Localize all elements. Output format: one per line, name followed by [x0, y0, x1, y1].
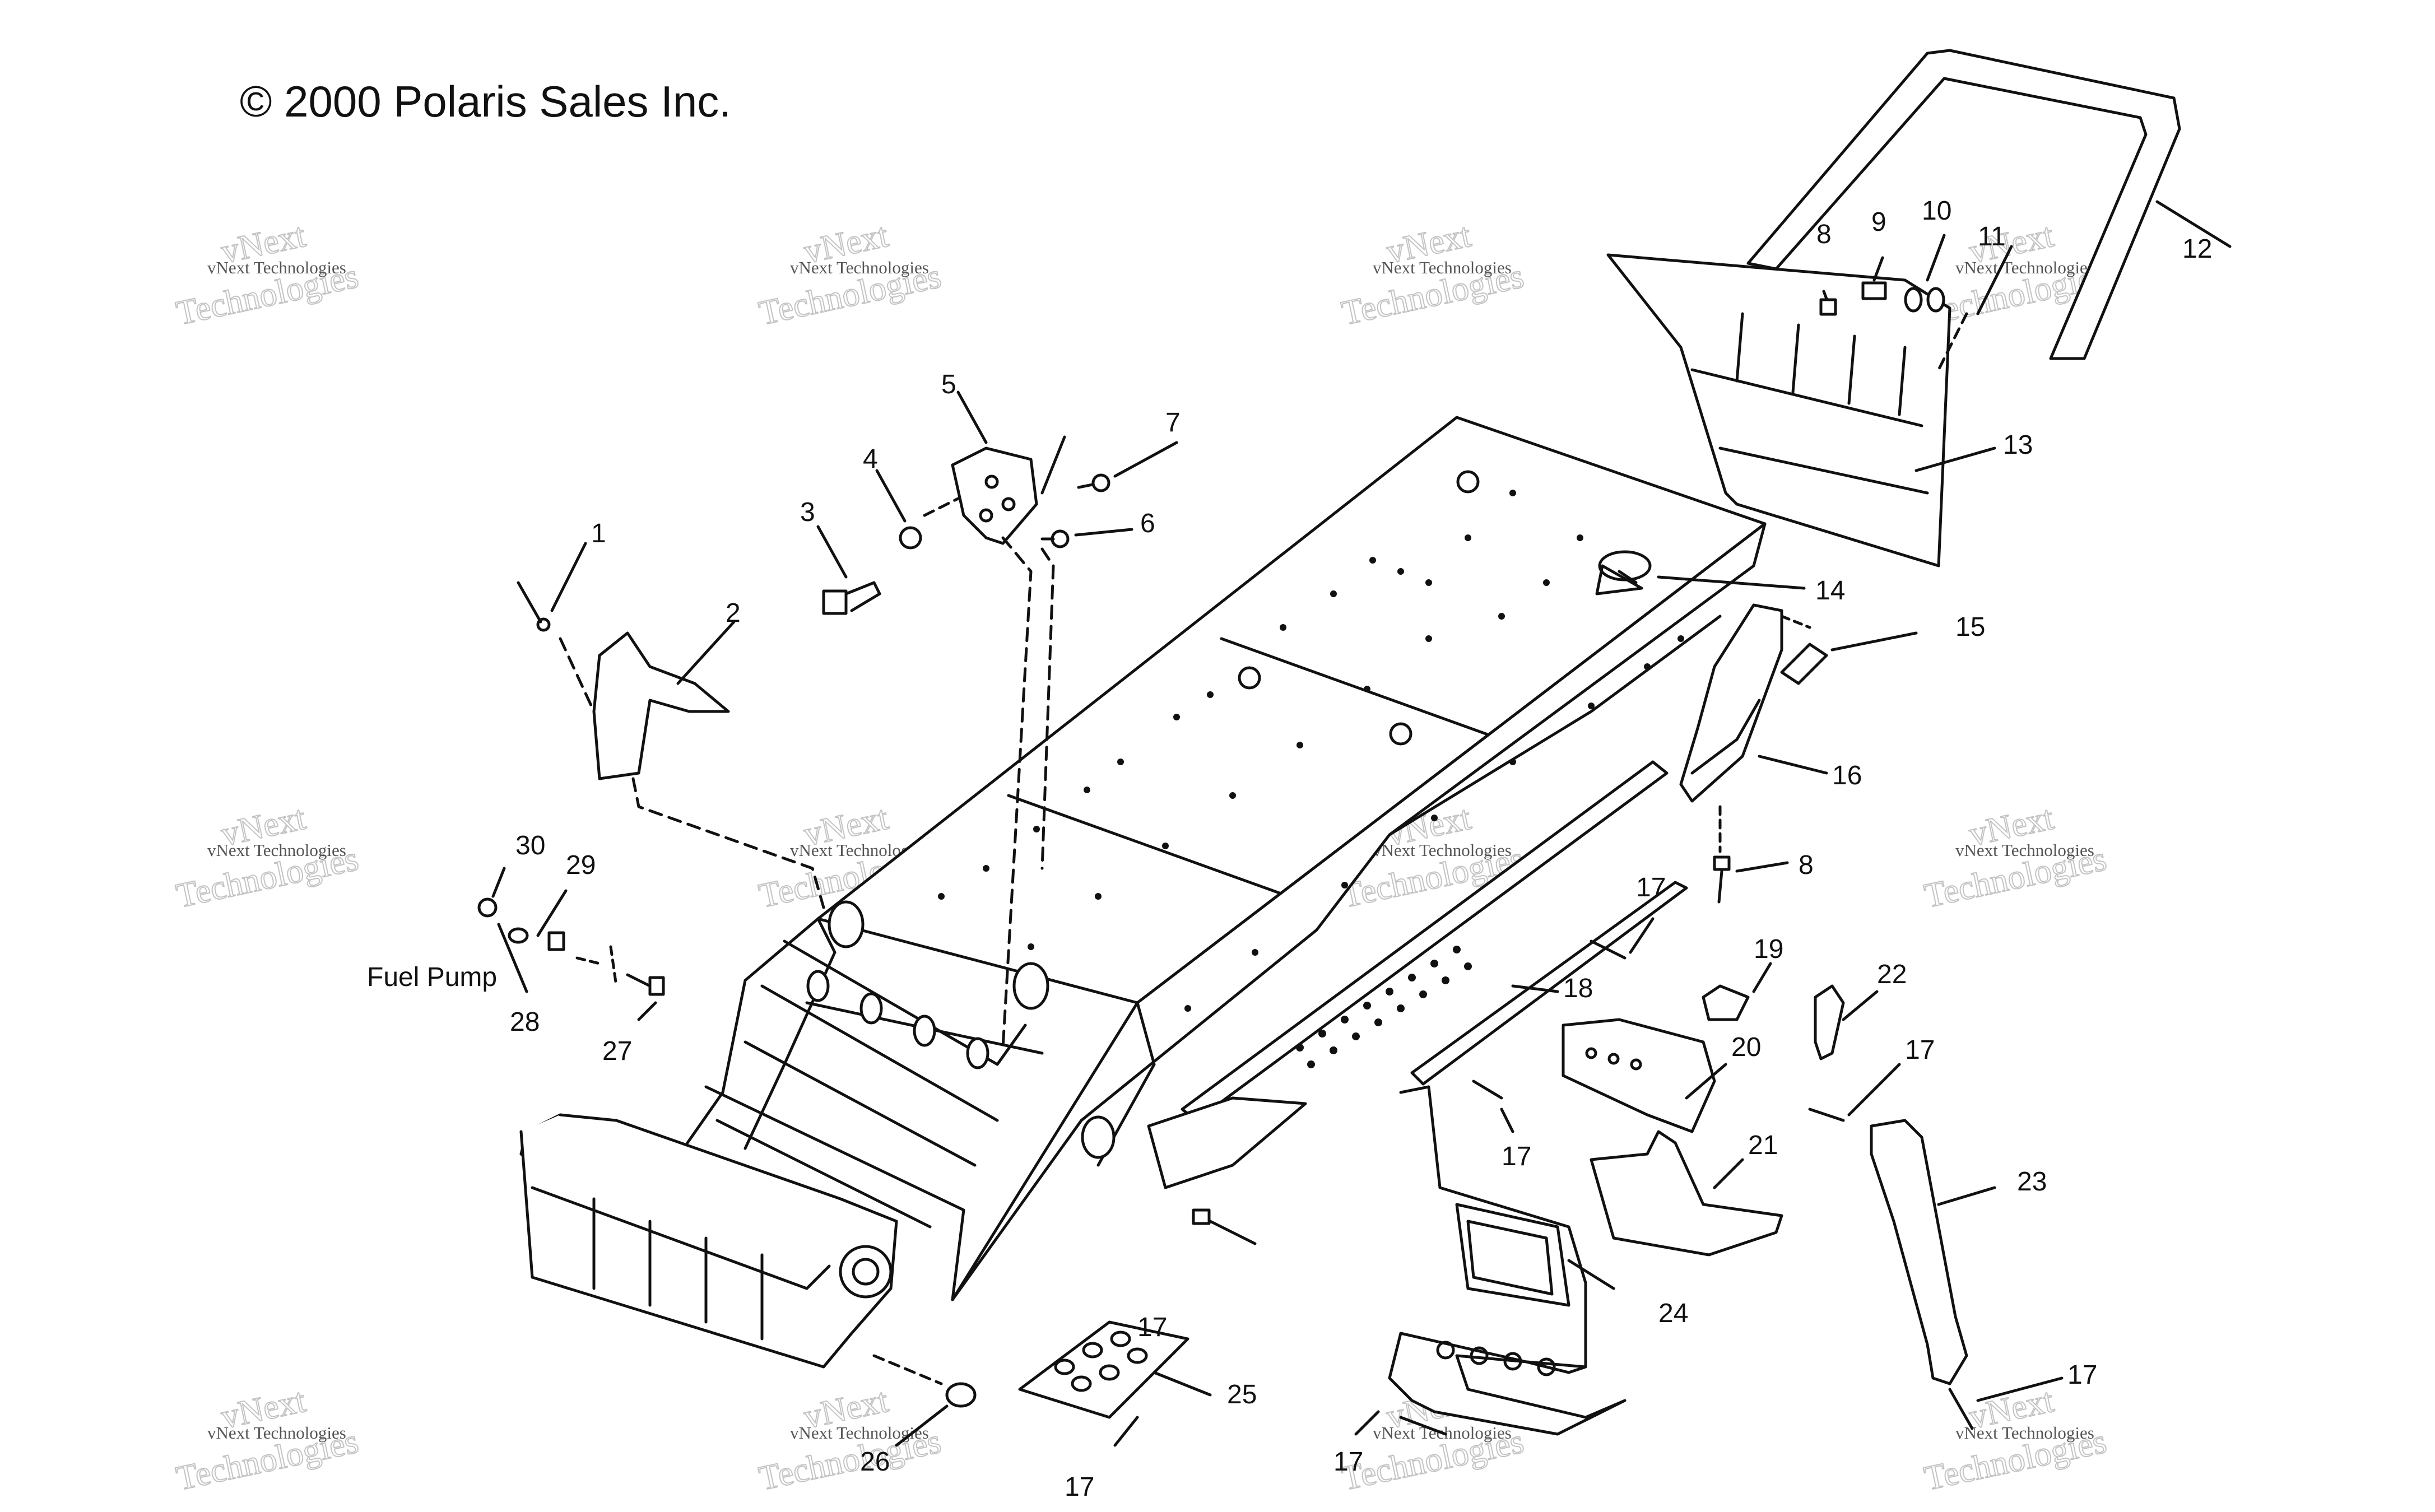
part-17-rivet-f [1354, 1410, 1447, 1436]
svg-text:vNext Technologies: vNext Technologies [1373, 258, 1512, 277]
copyright-notice: © 2000 Polaris Sales Inc. [240, 77, 731, 126]
callout-17-a: 17 [1636, 873, 1666, 902]
part-2-bracket [559, 620, 825, 909]
part-21-bracket [1590, 1130, 1783, 1257]
callout-22: 22 [1877, 960, 1907, 989]
callout-23: 23 [2017, 1167, 2047, 1197]
callout-1: 1 [591, 519, 606, 548]
chassis-tunnel [519, 416, 1767, 1369]
callout-29: 29 [566, 850, 596, 880]
callout-fuel-pump: Fuel Pump [367, 962, 497, 992]
part-26-grommet [872, 1354, 977, 1447]
callout-17-b: 17 [1502, 1142, 1531, 1171]
watermark: Technologies vNext vNext Technologies [755, 216, 945, 333]
callout-13: 13 [2003, 430, 2033, 460]
callout-7: 7 [1165, 408, 1181, 438]
callout-15: 15 [1955, 612, 1985, 642]
part-5-mount-plate [923, 390, 1066, 1049]
part-18-trim-strip [1410, 881, 1688, 1086]
part-29-washer [508, 889, 568, 944]
watermark: Technologies vNext vNext Technologies [1921, 1381, 2111, 1499]
callout-8-lower: 8 [1799, 850, 1814, 880]
callout-30: 30 [515, 831, 545, 860]
svg-text:vNext Technologies: vNext Technologies [207, 258, 346, 277]
callout-5: 5 [941, 370, 956, 399]
part-3-bolt [816, 525, 881, 615]
svg-text:vNext Technologies: vNext Technologies [207, 840, 346, 860]
callout-17-c: 17 [1905, 1035, 1935, 1065]
svg-text:vNext Technologies: vNext Technologies [1373, 840, 1512, 860]
callout-21: 21 [1748, 1130, 1778, 1160]
watermark: Technologies vNext vNext Technologies [173, 798, 363, 916]
callout-2: 2 [726, 598, 741, 628]
svg-text:vNext Technologies: vNext Technologies [1955, 258, 2094, 277]
callout-16: 16 [1832, 761, 1862, 790]
part-8-rivet-top [1819, 290, 1837, 316]
watermark: Technologies vNext vNext Technologies [755, 1381, 945, 1499]
part-27-bolt [575, 945, 665, 1021]
callout-17-g: 17 [2067, 1360, 2097, 1390]
callout-18: 18 [1563, 974, 1593, 1003]
callout-4: 4 [863, 444, 878, 474]
part-24-footrest [1388, 1085, 1627, 1436]
callout-19: 19 [1754, 934, 1783, 964]
svg-text:vNext Technologies: vNext Technologies [1955, 840, 2094, 860]
watermark: Technologies vNext vNext Technologies [1921, 798, 2111, 916]
part-17-rivet-a [1590, 917, 1655, 960]
part-28-grommet [497, 923, 565, 993]
callout-12: 12 [2182, 234, 2212, 264]
part-11-pin [1937, 245, 2013, 371]
callout-8-top: 8 [1816, 220, 1832, 249]
callout-14: 14 [1815, 576, 1845, 606]
part-6-screw [1040, 528, 1133, 548]
svg-text:vNext Technologies: vNext Technologies [790, 258, 929, 277]
part-19-clip [1702, 962, 1772, 1021]
part-30-nut [477, 867, 506, 918]
part-1-pin [517, 542, 587, 632]
part-17-rivet-d [1192, 1208, 1257, 1245]
watermark: Technologies vNext vNext Technologies [173, 1381, 363, 1499]
callout-10: 10 [1922, 196, 1951, 226]
part-7-screw [1077, 441, 1178, 492]
rivet-pattern [938, 490, 1684, 1012]
part-16-rear-bumper-end [1679, 603, 1828, 803]
callout-6: 6 [1140, 509, 1155, 538]
part-12-rear-bumper [1746, 49, 2232, 360]
part-8-rivet-lower [1713, 805, 1789, 904]
callout-17-e: 17 [1065, 1472, 1094, 1502]
callout-17-d: 17 [1137, 1313, 1167, 1342]
part-22-pad [1814, 984, 1879, 1060]
svg-text:vNext Technologies: vNext Technologies [1955, 1423, 2094, 1443]
part-9-bushing [1861, 256, 1887, 300]
callout-9: 9 [1871, 207, 1886, 237]
perforation-pattern [1296, 946, 1472, 1068]
callout-17-f: 17 [1333, 1447, 1363, 1477]
callout-11: 11 [1978, 222, 2006, 252]
part-13-snow-flap [1606, 253, 1996, 567]
callout-24: 24 [1658, 1299, 1688, 1328]
part-14-fastener [1618, 570, 1806, 590]
part-23-side-panel [1870, 1119, 1996, 1385]
watermark: Technologies vNext vNext Technologies [1338, 216, 1528, 333]
part-17-rivet-c [1808, 1063, 1901, 1122]
part-20-bracket [1562, 1018, 1727, 1133]
callout-26: 26 [860, 1447, 890, 1477]
callout-25: 25 [1227, 1380, 1257, 1409]
svg-text:vNext Technologies: vNext Technologies [790, 1423, 929, 1443]
callout-labels: 1 2 3 4 5 6 7 8 8 9 10 11 12 13 14 15 16… [367, 196, 2212, 1502]
svg-text:vNext Technologies: vNext Technologies [207, 1423, 346, 1443]
part-4-nut [875, 469, 922, 550]
part-25-cover-plate [1018, 1320, 1212, 1419]
callout-28: 28 [510, 1007, 540, 1037]
callout-27: 27 [602, 1036, 632, 1066]
watermark: Technologies vNext vNext Technologies [173, 216, 363, 333]
callout-20: 20 [1731, 1032, 1761, 1062]
part-17-rivet-g [1948, 1376, 2064, 1430]
part-17-rivet-b [1472, 1080, 1514, 1133]
part-15-reflector [1780, 631, 1918, 685]
part-10-washer [1904, 234, 1946, 313]
callout-3: 3 [800, 497, 815, 527]
